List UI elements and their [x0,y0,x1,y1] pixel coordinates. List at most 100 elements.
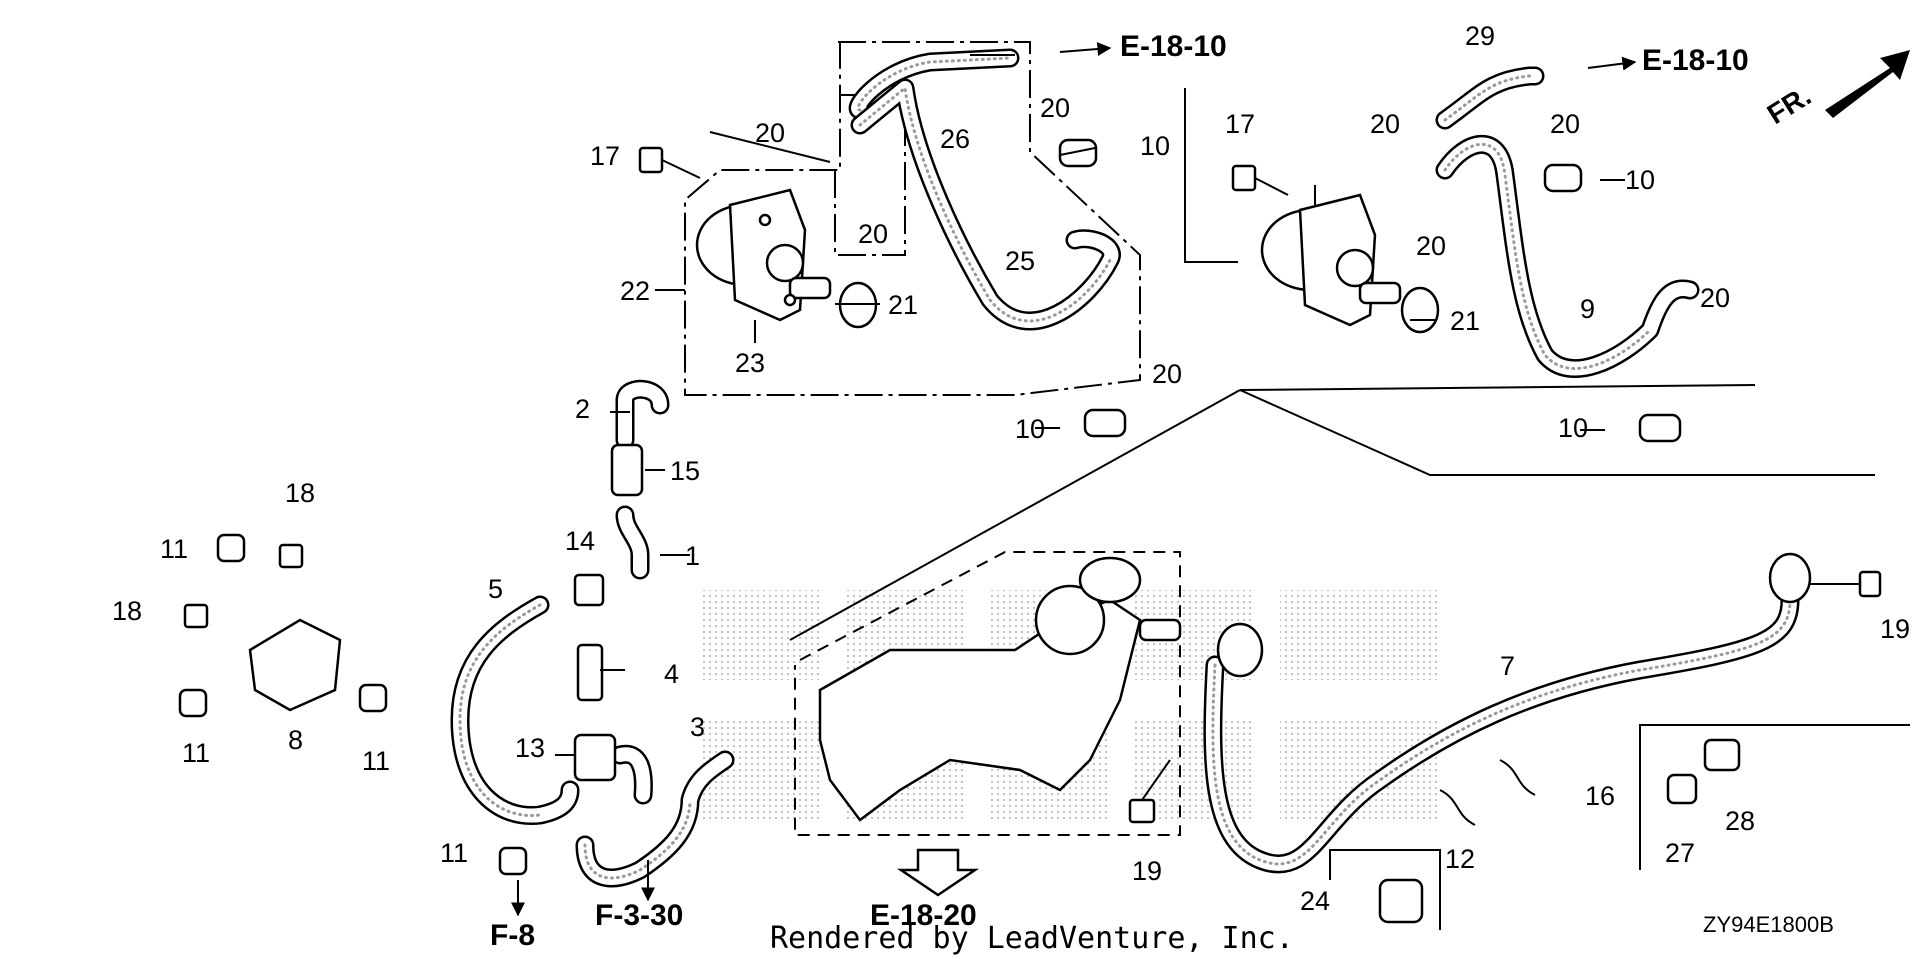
callout-20-g: 20 [1550,109,1580,139]
callout-11-a: 11 [160,534,188,564]
callout-27: 27 [1665,838,1695,868]
callout-13: 13 [515,733,545,763]
callout-7: 7 [1500,651,1515,681]
clamp-11-b [178,688,208,718]
hose-5 [450,595,580,826]
sensor-connector-right [1768,552,1812,604]
callout-21-b: 21 [1450,306,1480,336]
ref-e-18-20: E-18-20 [870,899,977,932]
clamp-28 [1703,738,1741,772]
callout-10-d: 10 [1558,413,1588,443]
callout-20-h: 20 [1700,283,1730,313]
callout-11-d: 11 [440,838,468,868]
callout-10-a: 10 [1140,131,1170,161]
filter-15 [610,443,644,497]
callout-labels: 1 2 3 4 5 7 8 9 10 10 10 10 11 11 11 11 … [112,21,1910,916]
throttle-body [818,556,1182,822]
callout-21-a: 21 [888,290,918,320]
callout-20-c: 20 [1040,93,1070,123]
ref-f-8: F-8 [490,919,535,952]
bracket-8 [183,543,342,712]
fitting-24 [1378,878,1424,924]
callout-1: 1 [685,541,700,571]
leader-lines [555,54,1625,756]
callout-5: 5 [488,574,503,604]
callout-11-b: 11 [182,738,210,768]
hose-1 [615,505,650,580]
hose-9 [1435,134,1700,379]
hose-25 [850,78,1121,331]
clamp-11-a [216,533,246,563]
callout-10-b: 10 [1015,414,1045,444]
hose-3b [610,744,653,805]
pump-assembly-right [1260,193,1402,327]
clip-12 [1439,789,1476,826]
pump-assembly-23 [695,188,832,322]
callout-20-b: 20 [858,219,888,249]
callout-3: 3 [690,712,705,742]
callout-22: 22 [620,276,650,306]
clamp-11-d [498,846,528,876]
callout-29: 29 [1465,21,1495,51]
callout-11-c: 11 [362,746,390,776]
joint-14 [573,573,605,607]
o-ring-21b [1400,286,1440,334]
callout-20-f: 20 [1416,231,1446,261]
callout-12: 12 [1445,844,1475,874]
callout-18-a: 18 [285,478,315,508]
diagram-code: ZY94E1800B [1703,912,1834,937]
hose-29 [1435,66,1545,130]
clamp-27 [1666,773,1698,805]
clamp-10-c [1543,163,1583,193]
front-direction-indicator: FR. [1762,50,1910,130]
callout-19-a: 19 [1880,614,1910,644]
callout-17-a: 17 [590,141,620,171]
clamp-10-d [1638,413,1682,443]
callout-19-b: 19 [1132,856,1162,886]
hose-26 [848,48,1020,120]
clamp-10-a [1058,138,1098,168]
clamp-10-b [1083,408,1127,438]
callout-8: 8 [288,725,303,755]
down-arrow-e-18-20 [896,848,980,897]
tube-4 [576,643,604,702]
callout-26: 26 [940,124,970,154]
bolt-17 [638,146,701,179]
callout-9: 9 [1580,294,1595,324]
callout-14: 14 [565,526,595,556]
hose-2 [615,379,670,450]
bolt-19-bottom [1128,759,1171,824]
callout-23: 23 [735,348,765,378]
callout-25: 25 [1005,246,1035,276]
ref-e-18-10-right: E-18-10 [1642,44,1749,77]
callout-18-b: 18 [112,596,142,626]
credit-text: Rendered by LeadVenture, Inc. [770,921,1294,956]
callout-15: 15 [670,456,700,486]
hoses [450,48,1800,888]
bolt-19-right [1800,570,1882,598]
callout-2: 2 [575,394,590,424]
callout-10-c: 10 [1625,165,1655,195]
callout-20-e: 20 [1370,109,1400,139]
callout-20-d: 20 [1152,359,1182,389]
callout-4: 4 [664,659,679,689]
hose-7 [1203,590,1800,874]
clip-16 [1499,759,1536,796]
callout-28: 28 [1725,806,1755,836]
reference-labels: E-18-10 E-18-10 E-18-20 F-8 F-3-30 [490,30,1749,952]
filter-13 [573,733,617,782]
front-label: FR. [1762,80,1817,130]
section-boundaries [684,41,1910,930]
reference-arrows [511,42,1637,917]
clamp-11-c [358,683,388,713]
ref-f-3-30: F-3-30 [595,899,683,932]
sensor-connector [1216,622,1264,678]
hose-3 [575,750,735,888]
bolt-17b [1231,164,1289,196]
callout-24: 24 [1300,886,1330,916]
callout-17-b: 17 [1225,109,1255,139]
callout-20-a: 20 [755,118,785,148]
callout-16: 16 [1585,781,1615,811]
ref-e-18-10-left: E-18-10 [1120,30,1227,63]
